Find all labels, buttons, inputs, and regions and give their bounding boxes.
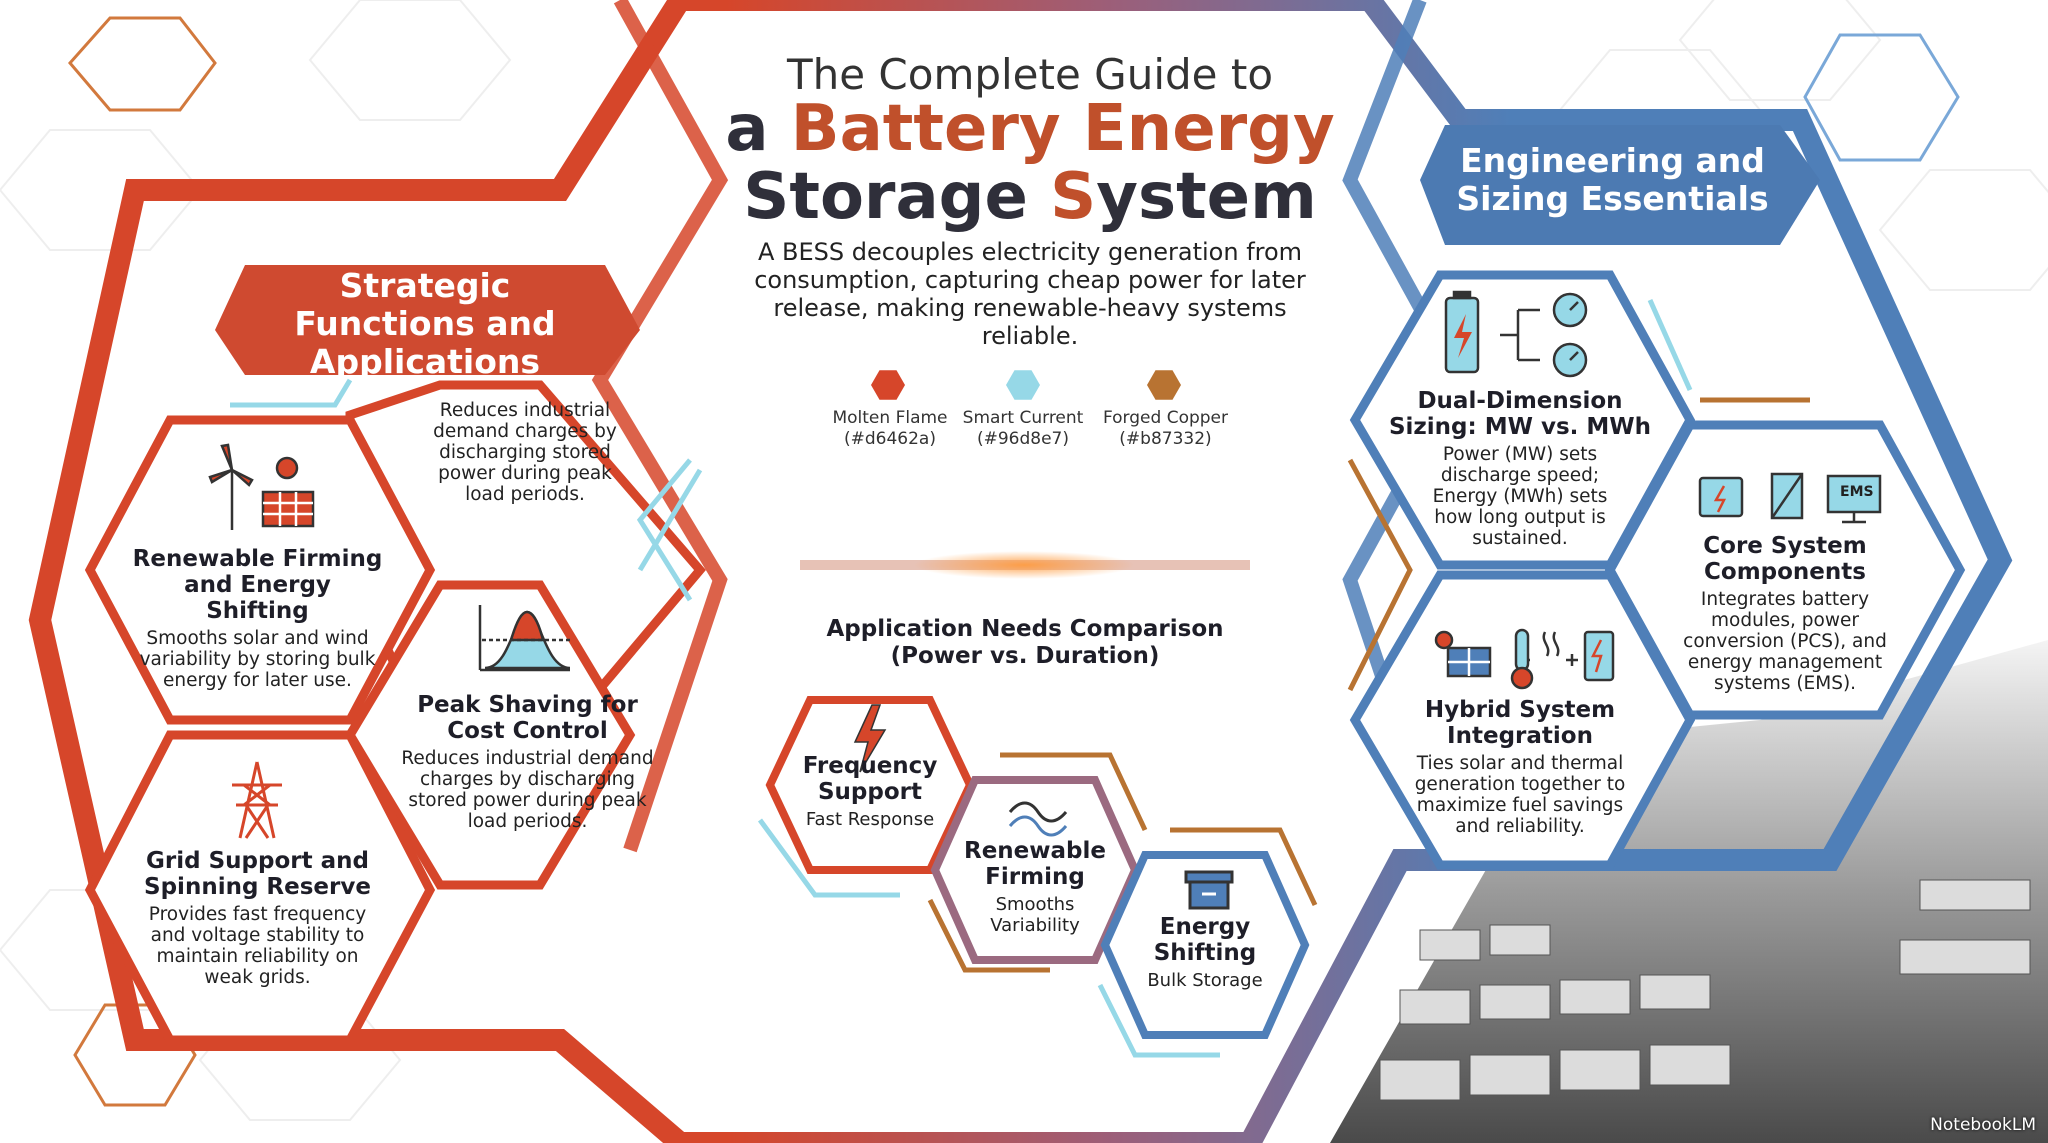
wave-icon [1008, 801, 1068, 837]
title-part-b: Battery Energy [790, 92, 1335, 166]
card-title: Grid Support and Spinning Reserve [144, 848, 371, 900]
palette-code: (#d6462a) [844, 429, 936, 449]
hybrid-icon [1434, 628, 1615, 690]
battery-box-icon [1184, 870, 1234, 910]
card-title: Peak Shaving for Cost Control [417, 692, 638, 744]
wind-solar-icon [208, 443, 315, 530]
card-text: Smooths solar and wind variability by st… [139, 628, 376, 691]
corner-hex-tl [68, 16, 217, 112]
palette-name: Smart Current [962, 408, 1084, 428]
card-title: Renewable Firming and Energy Shifting [132, 546, 383, 624]
left-banner: Strategic Functions and Applications [294, 266, 556, 381]
title-part-e: ystem [1096, 160, 1317, 234]
palette-label-3: Forged Copper (#b87332) [1088, 408, 1243, 450]
item-sub: Bulk Storage [1147, 970, 1263, 991]
right-accents [1347, 298, 1810, 692]
title-line-1: The Complete Guide to [786, 50, 1274, 99]
corner-hex-tr [1803, 33, 1960, 162]
item-title: Renewable Firming [964, 838, 1106, 890]
right-banner-bg [1420, 125, 1820, 245]
palette-swatch [871, 370, 905, 400]
components-icon [1698, 472, 1882, 524]
card-title: Core System Components [1703, 533, 1867, 585]
peak-curve-icon [478, 605, 571, 672]
right-banner: Engineering and Sizing Essentials [1456, 141, 1769, 218]
card-text: Provides fast frequency and voltage stab… [148, 904, 367, 988]
palette-swatch [1147, 370, 1181, 400]
pylon-icon [232, 761, 282, 839]
title-part-a: a [725, 92, 791, 166]
card-text: Power (MW) sets discharge speed; Energy … [1432, 444, 1608, 549]
left-divider [591, 0, 729, 853]
left-light-accents [230, 378, 703, 602]
left-banner-bg [215, 265, 640, 375]
title-main: a Battery Energy Storage System [620, 95, 1440, 231]
card-text: Ties solar and thermal generation togeth… [1414, 753, 1626, 837]
battery-gauges-icon [1444, 290, 1588, 378]
title-part-c: Storage [743, 160, 1051, 234]
left-hex-cells [84, 380, 706, 1045]
palette-swatches [871, 370, 1181, 400]
card-grid-support: Grid Support and Spinning Reserve Provid… [135, 848, 380, 988]
palette-name: Molten Flame [832, 408, 948, 428]
title-part-d: S [1050, 160, 1097, 234]
item-frequency-support: Frequency Support Fast Response [790, 753, 950, 830]
item-title: Energy Shifting [1153, 914, 1257, 966]
ems-label: EMS [1840, 484, 1874, 500]
item-sub: Fast Response [805, 809, 935, 830]
palette-name: Forged Copper [1102, 408, 1228, 428]
center-accents [757, 752, 1318, 1058]
center-hex-cells [765, 696, 1310, 1039]
palette-label-2: Smart Current (#96d8e7) [948, 408, 1098, 450]
card-text: Integrates battery modules, power conver… [1683, 589, 1887, 694]
item-sub: Smooths Variability [990, 894, 1080, 936]
palette-code: (#96d8e7) [976, 429, 1070, 449]
palette-swatch [1006, 370, 1040, 400]
card-title: Hybrid System Integration [1424, 697, 1616, 749]
palette-code: (#b87332) [1119, 429, 1212, 449]
item-energy-shifting: Energy Shifting Bulk Storage [1125, 914, 1285, 991]
card-dual-dimension-sizing: Dual-Dimension Sizing: MW vs. MWh Power … [1380, 388, 1660, 549]
corner-hex-bl [73, 1003, 197, 1107]
lightning-icon [853, 704, 887, 773]
intro-text: A BESS decouples electricity generation … [754, 238, 1306, 350]
comparison-title: Application Needs Comparison (Power vs. … [826, 616, 1224, 669]
item-title: Frequency Support [802, 753, 938, 805]
card-core-components: Core System Components Integrates batter… [1660, 533, 1910, 694]
card-hybrid-integration: Hybrid System Integration Ties solar and… [1400, 697, 1640, 837]
container-rows [1379, 879, 2031, 1101]
card-title: Dual-Dimension Sizing: MW vs. MWh [1388, 388, 1652, 440]
brand-label: NotebookLM [1930, 1115, 2036, 1135]
palette-label-1: Molten Flame (#d6462a) [815, 408, 965, 450]
card-peak-shaving: Peak Shaving for Cost Control Reduces in… [395, 692, 660, 832]
card-text: Reduces industrial demand charges by dis… [401, 748, 654, 832]
card-renewable-firming: Renewable Firming and Energy Shifting Sm… [130, 546, 385, 691]
item-renewable-firming: Renewable Firming Smooths Variability [955, 838, 1115, 936]
left-top-text: Reduces industrial demand charges by dis… [433, 400, 617, 505]
center-glow [914, 551, 1134, 579]
